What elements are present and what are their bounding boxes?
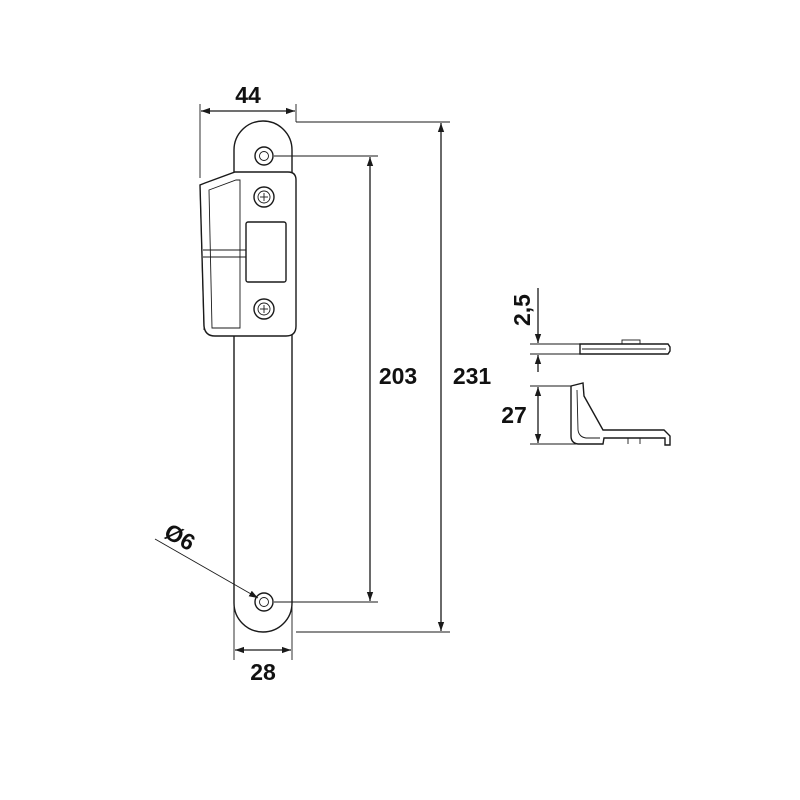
dimension-label-28: 28	[250, 659, 276, 685]
bracket-outline	[570, 382, 671, 446]
side-view-plate	[579, 339, 671, 355]
latch-box-inner-wall	[208, 179, 241, 329]
dimension-label-203: 203	[379, 363, 417, 389]
dimension-label-27: 27	[501, 402, 527, 428]
strike-plate-front-view	[199, 120, 297, 633]
latch-box-side-edge	[199, 184, 205, 331]
dimension-bottom-width: 28	[233, 605, 293, 685]
screw-upper	[253, 186, 275, 208]
dimension-label-diameter: Ø6	[160, 518, 199, 556]
mounting-hole-bottom	[254, 592, 274, 612]
dimension-total-length: 231	[296, 121, 492, 633]
dimension-label-231: 231	[453, 363, 492, 389]
latch-opening	[245, 221, 287, 283]
dimension-plate-thickness: 2,5	[509, 288, 582, 372]
dimension-bracket-depth: 27	[501, 385, 578, 445]
side-view-bracket	[570, 382, 671, 446]
dimension-top-width: 44	[199, 82, 297, 178]
dimension-label-44: 44	[235, 82, 261, 108]
dimension-hole-spacing: 203	[274, 155, 417, 603]
dimension-label-2-5: 2,5	[509, 294, 535, 326]
screw-lower	[253, 298, 275, 320]
mounting-hole-top	[254, 146, 274, 166]
